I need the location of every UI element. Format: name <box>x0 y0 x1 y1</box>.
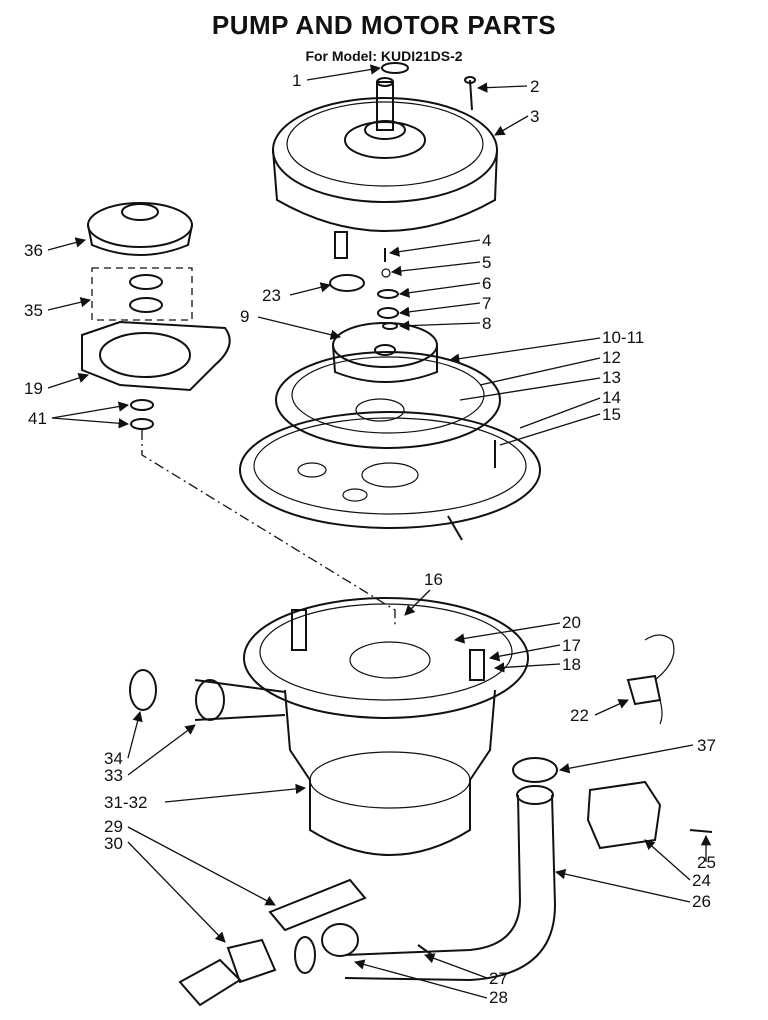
diagram-title: PUMP AND MOTOR PARTS <box>211 10 557 40</box>
callout-37: 37 <box>697 736 716 755</box>
motor-body-part <box>284 689 496 856</box>
callout-3: 3 <box>530 107 539 126</box>
callout-23: 23 <box>262 286 281 305</box>
guard-plate-part <box>239 411 541 541</box>
callout-12: 12 <box>602 348 621 367</box>
clamp-37-part <box>512 757 558 783</box>
callout-20: 20 <box>562 613 581 632</box>
relay-24-part <box>586 780 662 850</box>
callout-25: 25 <box>697 853 716 872</box>
seal-part <box>329 274 365 292</box>
callout-41: 41 <box>28 409 47 428</box>
clamp-28-part <box>321 923 359 957</box>
callout-29: 29 <box>104 817 123 836</box>
callout-4: 4 <box>482 231 491 250</box>
o-ring-1 <box>130 399 154 411</box>
bracket-29-part <box>268 878 367 932</box>
callout-33: 33 <box>104 766 123 785</box>
callout-5: 5 <box>482 253 491 272</box>
callout-24: 24 <box>692 871 711 890</box>
callout-6: 6 <box>482 274 491 293</box>
screw-25-part <box>689 829 713 833</box>
bearing-bottom <box>129 297 163 313</box>
fitting-30-part <box>178 938 277 1007</box>
leader-lines <box>47 64 712 999</box>
callout-28: 28 <box>489 988 508 1007</box>
callout-27: 27 <box>489 969 508 988</box>
callout-9: 9 <box>240 307 249 326</box>
screw-part <box>469 79 473 111</box>
pump-housing-part <box>275 351 501 449</box>
callout-30: 30 <box>104 834 123 853</box>
callout-13: 13 <box>602 368 621 387</box>
callout-18: 18 <box>562 655 581 674</box>
callout-19: 19 <box>24 379 43 398</box>
callout-31-32: 31-32 <box>104 793 147 812</box>
callout-10-11: 10-11 <box>602 328 644 347</box>
assembly-line <box>141 430 396 625</box>
callout-1: 1 <box>292 71 301 90</box>
screw-head <box>464 76 476 84</box>
callout-16: 16 <box>424 570 443 589</box>
bearing-top <box>129 274 163 290</box>
screw-27-part <box>417 944 433 956</box>
drain-hose-part <box>344 794 522 956</box>
callout-17: 17 <box>562 636 581 655</box>
pump-base-part <box>243 597 529 719</box>
callout-34: 34 <box>104 749 123 768</box>
impeller-part <box>332 322 438 383</box>
o-ring-2 <box>130 418 154 430</box>
callout-15: 15 <box>602 405 621 424</box>
switch-22-part <box>626 634 675 725</box>
drain-hose-outer <box>344 794 557 982</box>
callout-14: 14 <box>602 388 621 407</box>
callout-35: 35 <box>24 301 43 320</box>
callout-7: 7 <box>482 294 491 313</box>
model-subtitle: For Model: KUDI21DS-2 <box>305 48 463 64</box>
hose-33-part <box>194 679 286 721</box>
hose-33-end <box>195 679 225 721</box>
callout-labels: 1 2 3 4 5 6 7 8 9 10-11 12 13 14 15 16 1… <box>24 71 716 1007</box>
callout-8: 8 <box>482 314 491 333</box>
callout-22: 22 <box>570 706 589 725</box>
hose-collar <box>294 936 316 974</box>
motor-part <box>272 77 498 259</box>
callout-2: 2 <box>530 77 539 96</box>
top-cover-part <box>87 202 193 256</box>
drain-hose-end <box>516 785 554 805</box>
fastener-stack <box>377 248 399 330</box>
clamp-34-part <box>129 669 157 711</box>
callout-36: 36 <box>24 241 43 260</box>
gasket-part <box>81 320 231 392</box>
bearing-box <box>91 267 193 321</box>
washer-part <box>381 62 409 74</box>
callout-26: 26 <box>692 892 711 911</box>
